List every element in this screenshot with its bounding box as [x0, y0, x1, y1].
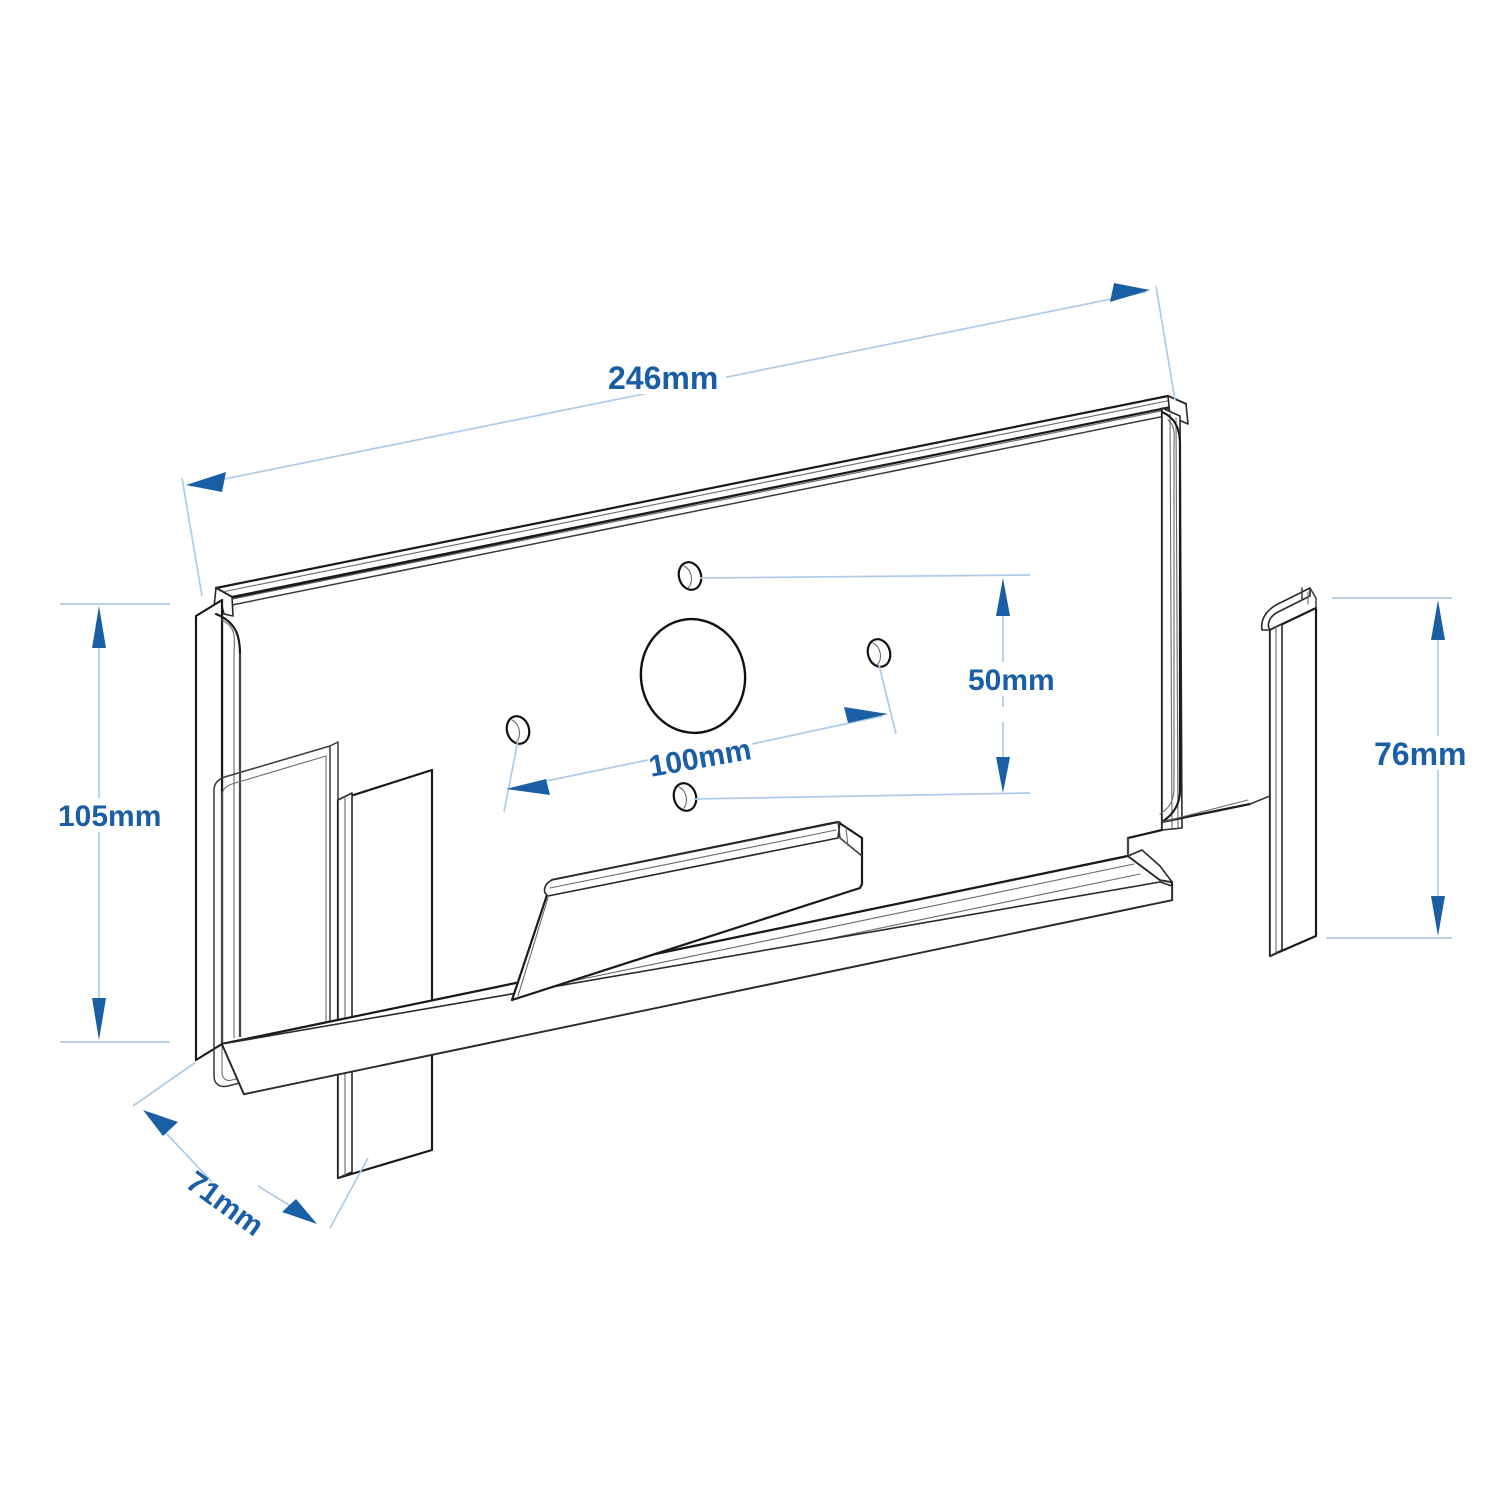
back-panel-right-edge-line-2: [1175, 417, 1179, 829]
vesa-hole-bottom-right: [672, 782, 698, 812]
arm-label: 76mm: [1374, 736, 1467, 772]
arm-arrow-bottom: [1431, 896, 1445, 936]
vesa-h-dim-line-b: [751, 715, 883, 745]
center-tab-left-slope-inner: [517, 897, 549, 997]
depth-ext-left: [132, 1061, 197, 1107]
right-arm-connect: [1249, 795, 1271, 805]
center-cable-hole: [639, 617, 747, 735]
width-arrow-right: [1110, 283, 1150, 302]
vesa-v-label: 50mm: [968, 664, 1055, 697]
vesa-h-arrow-right: [844, 707, 888, 723]
left-wall-outer: [194, 598, 224, 1062]
bottom-shelf-right-kick: [1127, 849, 1173, 883]
vesa-h-ext-right: [878, 664, 897, 735]
width-ext-right: [1155, 285, 1176, 401]
right-inner-return-hair: [1159, 419, 1175, 815]
right-arm-hook-back: [1309, 587, 1317, 609]
arm-arrow-top: [1431, 600, 1445, 640]
vesa-hole-top-left: [677, 561, 703, 591]
top-lip-groove-3: [231, 412, 1181, 606]
vesa-h-arrow-left: [506, 779, 550, 795]
vesa-h-ext-left: [503, 739, 519, 813]
bottom-shelf-front-face: [221, 881, 1173, 1095]
width-label-bg: [598, 360, 726, 394]
top-lip-groove-2: [227, 407, 1177, 601]
depth-label: 71mm: [180, 1165, 270, 1243]
depth-ext-right: [329, 1157, 369, 1229]
top-lip-groove-1: [221, 399, 1173, 593]
height-arrow-top: [92, 606, 106, 648]
center-tab-right-edge-2: [845, 827, 849, 847]
center-tab-lip-groove: [549, 829, 837, 889]
left-wall-inner-return-hair: [221, 619, 235, 1039]
height-label: 105mm: [58, 800, 161, 833]
depth-arrow-left: [143, 1110, 178, 1136]
right-inner-return: [1160, 410, 1252, 824]
dimension-arm-height: 76mm: [1326, 597, 1474, 939]
vesa-v-arrow-bottom: [996, 757, 1010, 793]
arm-label-bg: [1370, 736, 1474, 770]
vesa-v-label-bg: [965, 662, 1055, 696]
height-label-bg: [54, 798, 154, 832]
back-panel-right-edge-line: [1169, 413, 1173, 829]
right-arm-hook: [1260, 587, 1311, 631]
dimension-overall-width: 246mm: [181, 283, 1176, 597]
width-label: 246mm: [608, 360, 718, 396]
width-ext-left: [181, 477, 203, 597]
height-arrow-bottom: [92, 998, 106, 1040]
vesa-v-ext-top: [699, 574, 1031, 579]
depth-arrow-right: [282, 1199, 317, 1224]
dimension-overall-height: 105mm: [54, 603, 170, 1043]
bracket-body: [194, 394, 1318, 1180]
left-pocket-rim-top: [329, 741, 339, 801]
right-inner-shelf-hair: [1161, 799, 1249, 823]
width-arrow-left: [186, 472, 226, 492]
vesa-hole-top-right: [866, 638, 892, 668]
center-tab-right-edge: [837, 821, 863, 857]
dimension-vesa-vertical: 50mm: [693, 574, 1055, 800]
vesa-v-ext-bottom: [693, 792, 1031, 800]
vesa-v-arrow-top: [996, 578, 1010, 616]
